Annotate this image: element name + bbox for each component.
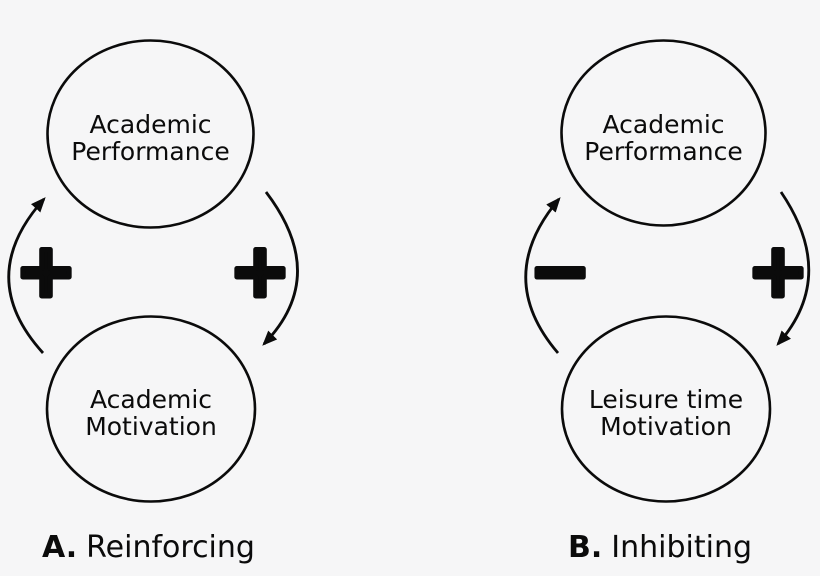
node-label-line: Academic bbox=[602, 109, 725, 139]
node-label-academic-performance-a: Academic Performance bbox=[71, 111, 229, 165]
caption-label: Inhibiting bbox=[611, 530, 753, 565]
node-label-line: Performance bbox=[584, 136, 743, 166]
diagram-a-reinforcing: + + bbox=[7, 39, 299, 503]
polarity-sign-a-right: + bbox=[229, 228, 291, 314]
caption-prefix: B. bbox=[568, 530, 603, 565]
polarity-sign-b-right: + bbox=[747, 228, 809, 314]
node-circle-leisure-time-motivation bbox=[560, 315, 772, 503]
node-label-academic-performance-b: Academic Performance bbox=[584, 111, 742, 165]
node-label-line: Leisure time bbox=[588, 384, 744, 414]
caption-reinforcing: A.Reinforcing bbox=[42, 529, 255, 567]
polarity-sign-a-left: + bbox=[15, 228, 77, 314]
node-label-line: Motivation bbox=[85, 411, 217, 441]
caption-label: Reinforcing bbox=[86, 530, 255, 565]
caption-inhibiting: B.Inhibiting bbox=[568, 529, 752, 567]
node-label-line: Performance bbox=[71, 136, 230, 166]
polarity-sign-b-left: − bbox=[529, 228, 591, 314]
node-label-leisure-time-motivation: Leisure time Motivation bbox=[589, 386, 743, 440]
caption-prefix: A. bbox=[42, 530, 78, 565]
curved-arrow-down-right-a bbox=[262, 191, 299, 346]
curved-arrow-down-right-b bbox=[776, 191, 811, 346]
node-label-line: Academic bbox=[89, 109, 212, 139]
diagram-b-inhibiting: − + bbox=[524, 39, 812, 503]
node-label-line: Motivation bbox=[600, 411, 732, 441]
node-label-academic-motivation: Academic Motivation bbox=[85, 386, 217, 440]
curved-arrow-up-left-a bbox=[7, 197, 46, 354]
node-circle-academic-performance-b bbox=[560, 39, 767, 227]
node-circle-academic-performance-a bbox=[46, 39, 255, 229]
node-circle-academic-motivation bbox=[45, 315, 257, 503]
node-label-line: Academic bbox=[89, 384, 213, 414]
curved-arrow-up-left-b bbox=[524, 197, 561, 354]
